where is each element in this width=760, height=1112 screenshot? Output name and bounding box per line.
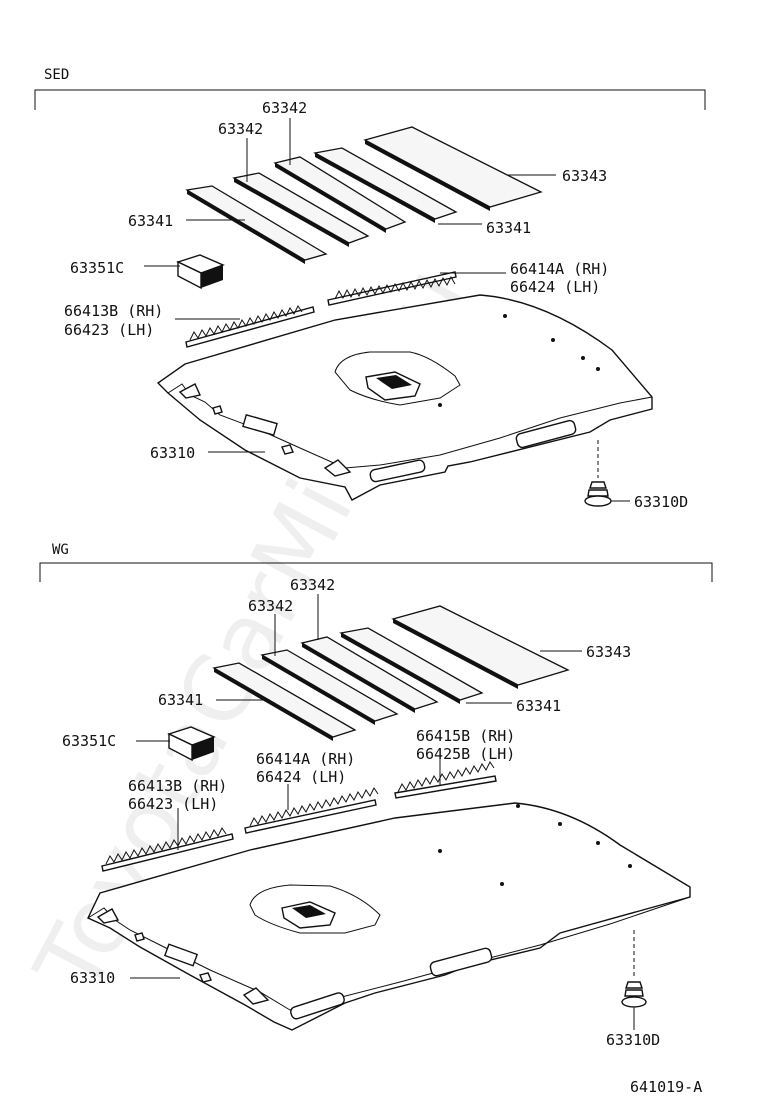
pad-63341-right	[339, 627, 484, 704]
strip-66414a	[244, 787, 379, 834]
label-sed-63351c: 63351C	[70, 259, 124, 277]
label-wg-66424: 66424 (LH)	[256, 768, 346, 786]
strip-66414a	[327, 271, 457, 306]
label-sed-66413b: 66413B (RH)	[64, 302, 163, 320]
section-bracket-wg	[39, 562, 713, 582]
label-sed-66424: 66424 (LH)	[510, 278, 600, 296]
block-63351c	[176, 254, 225, 290]
label-sed-63310d: 63310D	[634, 493, 688, 511]
strip-66415b	[394, 761, 497, 799]
label-wg-63310: 63310	[70, 969, 115, 987]
label-wg-63343: 63343	[586, 643, 631, 661]
pad-63341-left	[212, 662, 357, 741]
section-wg: WG	[39, 542, 713, 1049]
label-sed-63341-left: 63341	[128, 212, 173, 230]
section-title-sed: SED	[44, 67, 69, 83]
section-sed: SED	[34, 67, 706, 511]
label-sed-66414a: 66414A (RH)	[510, 260, 609, 278]
pad-63343	[363, 126, 543, 211]
figure-id: 641019-A	[630, 1078, 702, 1096]
label-wg-63341-left: 63341	[158, 691, 203, 709]
clip-63310d-sed	[584, 440, 612, 507]
pad-63341-left	[185, 185, 328, 264]
section-bracket-sed	[34, 89, 706, 110]
label-wg-63342: 63342	[248, 597, 293, 615]
label-wg-63310d: 63310D	[606, 1031, 660, 1049]
pad-63341-right	[313, 147, 458, 223]
label-wg-66413b: 66413B (RH)	[128, 777, 227, 795]
label-wg-66414a: 66414A (RH)	[256, 750, 355, 768]
label-sed-63341-right: 63341	[486, 219, 531, 237]
headliner-63310-wg	[87, 802, 691, 1031]
label-wg-66425b: 66425B (LH)	[416, 745, 515, 763]
label-wg-66423: 66423 (LH)	[128, 795, 218, 813]
pad-63342-rear	[273, 156, 407, 233]
label-sed-63343: 63343	[562, 167, 607, 185]
label-wg-63342-top: 63342	[290, 576, 335, 594]
label-wg-66415b: 66415B (RH)	[416, 727, 515, 745]
label-sed-63342-top: 63342	[262, 99, 307, 117]
pad-63343	[391, 605, 570, 689]
pad-63342-rear	[300, 636, 439, 713]
strip-66413b	[185, 305, 315, 348]
label-sed-66423: 66423 (LH)	[64, 321, 154, 339]
label-wg-63351c: 63351C	[62, 732, 116, 750]
block-63351c	[167, 726, 216, 762]
clip-63310d-wg	[621, 930, 647, 1008]
section-title-wg: WG	[52, 542, 69, 558]
headliner-63310-sed	[156, 294, 653, 501]
label-wg-63341-right: 63341	[516, 697, 561, 715]
pad-63342-front	[232, 172, 370, 247]
pad-63342-front	[260, 649, 399, 725]
strip-66413b	[101, 827, 234, 872]
label-sed-63342: 63342	[218, 120, 263, 138]
label-sed-63310: 63310	[150, 444, 195, 462]
